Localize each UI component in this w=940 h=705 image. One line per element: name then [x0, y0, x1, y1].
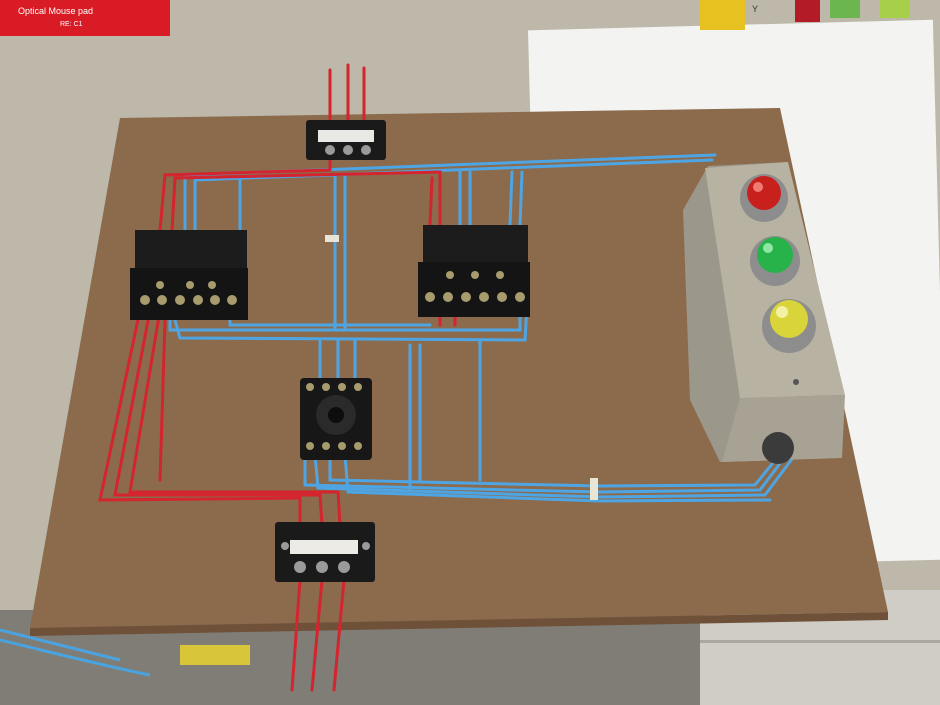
terminal-block-top: [306, 120, 386, 160]
indicator-lamp-yellow: [762, 299, 816, 353]
timer-socket-center: [300, 378, 372, 460]
lamp-enclosure: [683, 162, 845, 464]
relay-socket-right: [418, 225, 530, 317]
red-item: [795, 0, 820, 22]
terminal-block-bottom: [275, 522, 375, 582]
blue-wiring: [168, 153, 797, 503]
mouse-pad-box: Optical Mouse pad RE: C1: [0, 0, 170, 36]
indicator-lamp-red: [740, 174, 788, 222]
yellow-sleeve: [180, 645, 250, 665]
cable-tie-2: [590, 478, 598, 500]
cable-tie-1: [325, 235, 339, 242]
red-wiring: [98, 63, 457, 692]
drawer-line: [700, 640, 940, 643]
stapler-pad: [700, 0, 745, 30]
box-label: Optical Mouse pad: [18, 6, 93, 16]
green-item-2: [880, 0, 910, 18]
pad-text: Y: [752, 4, 758, 14]
green-item: [830, 0, 860, 18]
stray-wires-left: [0, 628, 151, 677]
relay-socket-left: [130, 230, 248, 320]
indicator-lamp-green: [750, 236, 800, 286]
board-edge: [30, 612, 888, 636]
box-subtext: RE: C1: [60, 21, 83, 28]
